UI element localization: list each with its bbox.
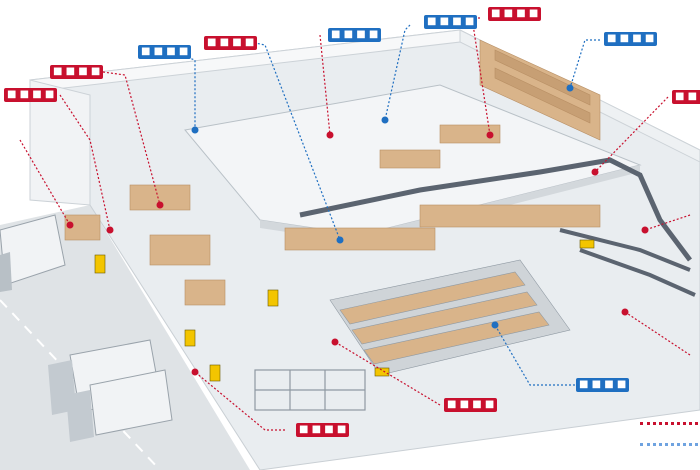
box-stacks xyxy=(64,124,601,306)
callout-label-storage: ■ ■ ■ ■ xyxy=(576,378,630,392)
callout-label-high-rack: ■ ■ ■ ■ xyxy=(604,32,658,46)
legend-blue-line xyxy=(640,443,698,446)
high-shelving xyxy=(479,39,601,141)
callout-label-shelving: ■ ■ ■ ■ xyxy=(296,423,350,437)
floor-racks xyxy=(329,259,571,376)
legend-red-line xyxy=(640,422,698,425)
callout-label-picking: ■ ■ ■ ■ xyxy=(444,398,498,412)
callout-label-dock: ■ ■ ■ ■ xyxy=(4,88,58,102)
left-wall xyxy=(29,79,91,206)
trucks xyxy=(0,214,173,442)
callout-label-mezzanine: ■ ■ ■ ■ xyxy=(488,7,542,21)
callout-label-packing: ■ ■ ■ ■ xyxy=(204,36,258,50)
truck-3 xyxy=(66,369,173,442)
callout-label-workstation: ■ ■ ■ ■ xyxy=(328,28,382,42)
forklifts xyxy=(94,239,595,382)
callout-label-office: ■ ■ ■ ■ xyxy=(424,15,478,29)
sorter-chute xyxy=(559,228,691,272)
callout-label-receiving: ■ ■ ■ ■ xyxy=(50,65,104,79)
conveyor-belt xyxy=(299,157,692,262)
truck-1 xyxy=(0,214,66,292)
callout-dots xyxy=(66,84,649,376)
sorter-chute-2 xyxy=(579,248,696,297)
callout-label-elevator: ■ ■ ■ ■ xyxy=(138,45,192,59)
front-shelves xyxy=(254,369,366,411)
callout-label-conveyor: ■ ■ ■ xyxy=(672,90,700,104)
